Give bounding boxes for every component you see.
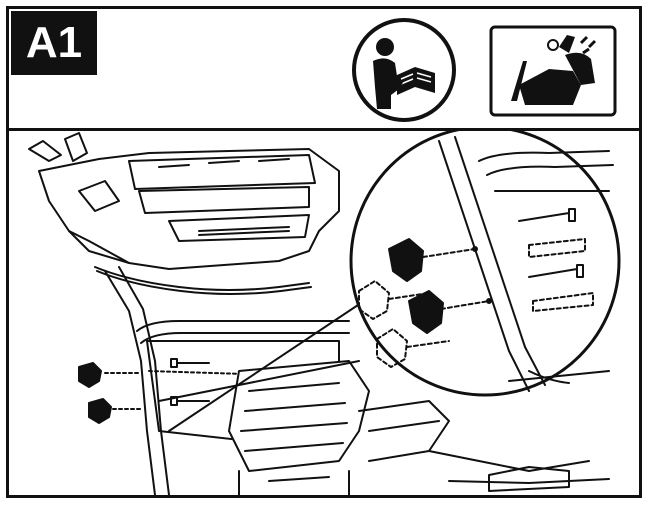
snowblower-icon [489,25,617,117]
step-badge: A1 [11,11,97,75]
read-manual-icon [352,18,456,122]
instruction-panel: A1 [6,6,642,498]
assembly-illustration [28,131,621,495]
panel-header: A1 [9,9,639,131]
